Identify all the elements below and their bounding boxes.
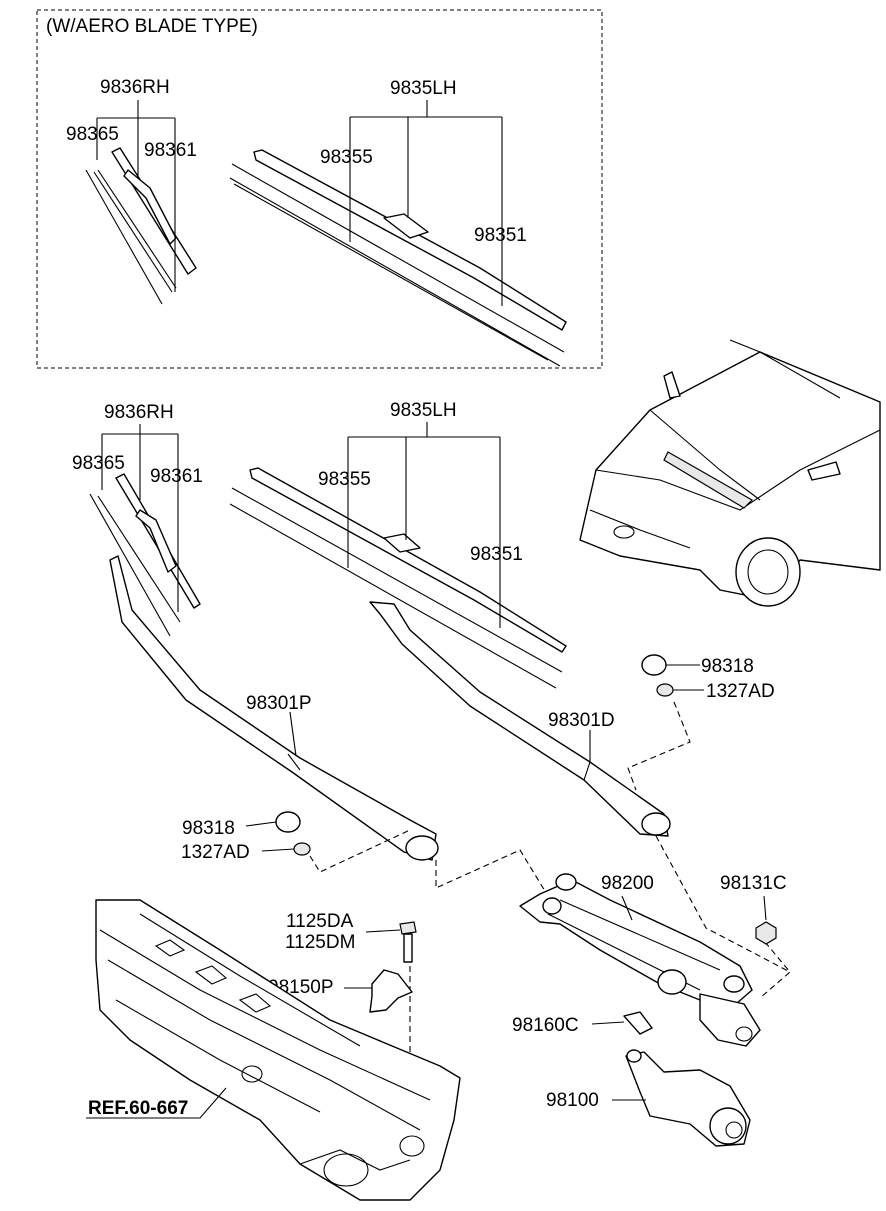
bracket <box>369 969 413 1013</box>
std-lh-blade <box>229 467 567 689</box>
aero-type-note: (W/AERO BLADE TYPE) <box>46 16 258 37</box>
std-rh-blade <box>89 473 201 637</box>
linkage <box>519 873 761 1047</box>
nut-linkage-leader <box>763 895 767 921</box>
bracket-motor <box>623 1011 653 1035</box>
aero-rh-blade <box>85 147 197 305</box>
bolt-leader <box>365 929 401 933</box>
aero-rh-bracket-lines <box>96 100 176 292</box>
cowl-panel <box>95 899 461 1201</box>
aero-lh-left-label: 98355 <box>320 147 373 168</box>
nut-left <box>293 842 311 856</box>
cap-right-label: 98318 <box>701 656 754 677</box>
std-rh-bracket-lines <box>101 424 179 612</box>
aero-rh-right-label: 98361 <box>144 140 197 161</box>
motor <box>625 1049 751 1147</box>
aero-lh-right-label: 98351 <box>474 225 527 246</box>
std-rh-right-label: 98361 <box>150 466 203 487</box>
cap-left-label: 98318 <box>182 818 235 839</box>
aero-lh-blade <box>229 149 567 367</box>
std-lh-left-label: 98355 <box>318 469 371 490</box>
nut-right-label: 1327AD <box>706 681 775 702</box>
cap-left-leader <box>245 821 277 827</box>
reference-label: REF.60-667 <box>88 1098 188 1119</box>
bolt-b-label: 1125DM <box>285 932 355 953</box>
nut-left-label: 1327AD <box>181 842 250 863</box>
bolt-a-label: 1125DA <box>286 911 354 932</box>
nut-left-leader <box>261 848 295 852</box>
linkage-leader <box>621 895 633 921</box>
reference-underline <box>86 1087 227 1119</box>
bolt <box>399 921 417 963</box>
bracket-motor-label: 98160C <box>512 1015 579 1036</box>
arm-passenger-label: 98301P <box>246 693 312 714</box>
car-illustration <box>579 339 881 607</box>
std-lh-bracket-lines <box>347 422 501 628</box>
std-lh-group-label: 9835LH <box>390 400 457 421</box>
arm-driver <box>369 601 671 837</box>
assembly-lines <box>309 701 791 1120</box>
std-rh-group-label: 9836RH <box>104 402 174 423</box>
std-rh-left-label: 98365 <box>72 453 125 474</box>
nut-linkage <box>755 921 777 945</box>
cap-right <box>641 654 667 676</box>
std-lh-right-label: 98351 <box>470 544 523 565</box>
aero-rh-left-label: 98365 <box>66 124 119 145</box>
aero-lh-bracket-lines <box>349 100 503 306</box>
nut-linkage-label: 98131C <box>720 873 787 894</box>
linkage-label: 98200 <box>601 873 654 894</box>
bracket-motor-leader <box>591 1021 625 1025</box>
arm-driver-label: 98301D <box>548 710 615 731</box>
aero-rh-group-label: 9836RH <box>100 77 170 98</box>
motor-label: 98100 <box>546 1090 599 1111</box>
aero-lh-group-label: 9835LH <box>390 78 457 99</box>
aero-blade-box <box>36 9 603 369</box>
arm-passenger <box>109 555 439 861</box>
nut-right <box>656 683 674 697</box>
arm-passenger-leader <box>289 711 297 757</box>
cap-left <box>275 811 301 833</box>
